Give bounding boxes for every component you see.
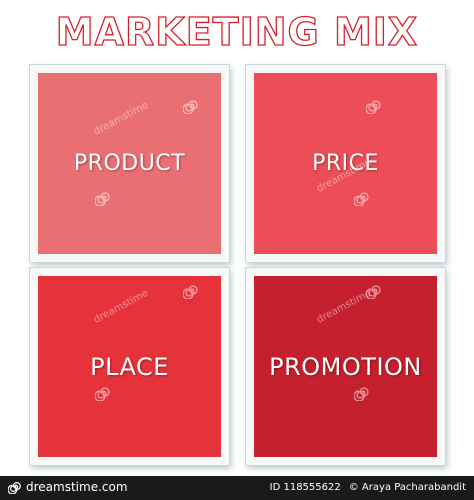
diagram-title: MARKETING MIX [55,9,419,54]
spiral-icon [183,285,198,299]
footer-bar: dreamstime.com ID 118555622 © Araya Pach… [0,476,474,500]
spiral-icon [95,192,110,206]
spiral-icon [183,100,198,114]
spiral-icon [366,100,381,114]
tile-price-fill: PRICE [254,73,437,254]
footer-logo: dreamstime.com [8,480,128,494]
tile-product-fill: PRODUCT [38,73,221,254]
footer-logo-text: dreamstime.com [26,480,128,494]
spiral-icon [366,285,381,299]
footer-id: ID 118555622 [269,482,341,493]
tile-place-label: PLACE [90,352,169,381]
tile-place-fill: PLACE [38,276,221,457]
tile-product-label: PRODUCT [73,151,186,176]
footer-credit: ID 118555622 © Araya Pacharabandit [270,482,466,493]
tile-promotion-label: PROMOTION [269,352,422,381]
spiral-icon [354,192,369,206]
tile-price-label: PRICE [312,151,379,176]
tile-place: PLACE [30,268,229,465]
spiral-icon [354,387,369,401]
spiral-icon [8,482,21,494]
tile-price: PRICE [246,65,445,262]
footer-author: © Araya Pacharabandit [348,482,466,493]
tile-promotion-fill: PROMOTION [254,276,437,457]
tile-product: PRODUCT [30,65,229,262]
tile-promotion: PROMOTION [246,268,445,465]
spiral-icon [95,387,110,401]
